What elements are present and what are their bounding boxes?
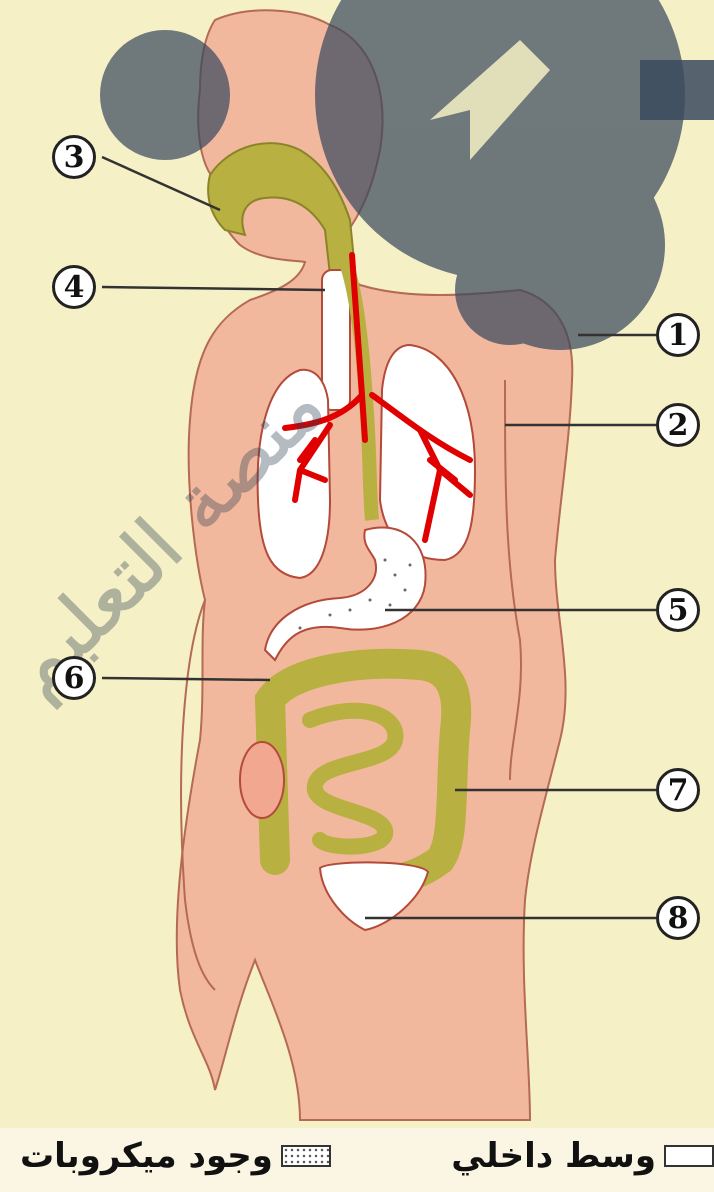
callout-4-label: 4 <box>64 270 85 305</box>
legend-microbes-present: وجود ميكروبات <box>20 1136 331 1176</box>
callout-1: 1 <box>656 313 700 357</box>
callout-5: 5 <box>656 588 700 632</box>
legend-swatch-dotted <box>281 1145 331 1167</box>
legend-swatch-empty <box>664 1145 714 1167</box>
callout-1-label: 1 <box>668 318 689 353</box>
callout-2-label: 2 <box>668 408 689 443</box>
legend-microbes-present-label: وجود ميكروبات <box>20 1136 273 1176</box>
callout-7: 7 <box>656 768 700 812</box>
leader-line-3 <box>102 157 220 210</box>
watermark-bar <box>640 60 714 120</box>
legend-internal-medium-label: وسط داخلي <box>451 1136 656 1176</box>
legend-internal-medium: وسط داخلي <box>451 1136 714 1176</box>
callout-5-label: 5 <box>668 593 689 628</box>
callout-7-label: 7 <box>668 773 689 808</box>
callout-8: 8 <box>656 896 700 940</box>
callout-6-label: 6 <box>64 661 85 696</box>
legend: وسط داخلي وجود ميكروبات <box>0 1128 714 1192</box>
callout-3-label: 3 <box>64 140 85 175</box>
callout-6: 6 <box>52 656 96 700</box>
callout-2: 2 <box>656 403 700 447</box>
kidney-area <box>240 742 284 818</box>
callout-4: 4 <box>52 265 96 309</box>
callout-3: 3 <box>52 135 96 179</box>
callout-8-label: 8 <box>668 901 689 936</box>
